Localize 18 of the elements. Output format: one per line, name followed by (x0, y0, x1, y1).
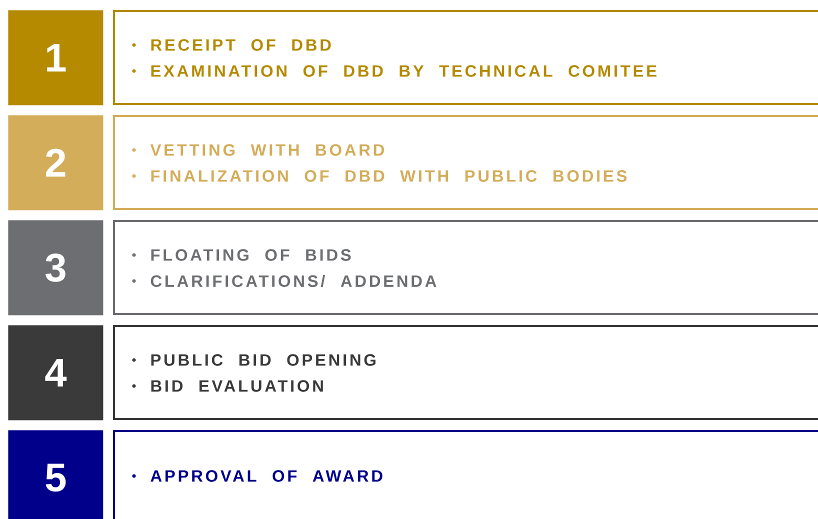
step-box (113, 10, 818, 105)
number-square: 3 (8, 220, 104, 316)
number-square: 2 (8, 115, 104, 210)
step-box (113, 115, 818, 210)
bullet-item: EXAMINATION OF DBD BY TECHNICAL COMITEE (151, 65, 656, 77)
step-box (113, 430, 818, 519)
number-square: 1 (8, 10, 104, 106)
number-square: 4 (8, 325, 104, 420)
bullet-item: PUBLIC BID OPENING (151, 354, 376, 366)
bullet-item: RECEIPT OF DBD (151, 39, 331, 51)
bullet-item: CLARIFICATIONS/ ADDENDA (150, 274, 436, 288)
bullet-item: VETTING WITH BOARD (150, 144, 384, 156)
bullet-item: BID EVALUATION (151, 380, 323, 392)
step-box (113, 325, 818, 420)
step-box (113, 220, 818, 315)
bullet-item: FINALIZATION OF DBD WITH PUBLIC BODIES (151, 170, 627, 182)
bullet-item: FLOATING OF BIDS (151, 249, 351, 261)
bullet-item: APPROVAL OF AWARD (150, 470, 382, 482)
